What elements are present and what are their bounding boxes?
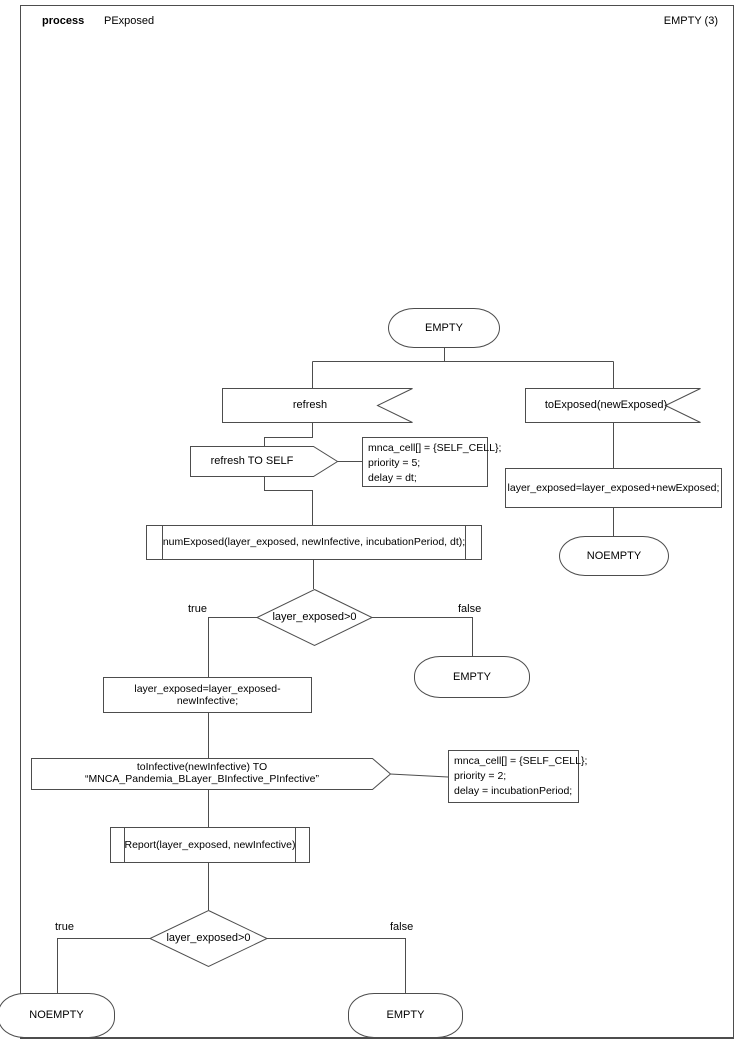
send-signal-refresh-to-self[interactable] (190, 446, 339, 477)
process-name: PExposed (104, 15, 155, 27)
subroutine-report[interactable]: Report(layer_exposed, newInfective) (110, 827, 310, 863)
branch-false-2: false (390, 921, 414, 933)
connector-note-2 (389, 773, 449, 778)
state-start-empty[interactable]: EMPTY (388, 308, 500, 348)
connector-false-2 (267, 938, 406, 993)
note-line: priority = 2; (454, 770, 507, 782)
state-noempty[interactable]: NOEMPTY (559, 536, 669, 576)
page-border (20, 5, 734, 1039)
state-counter: EMPTY (3) (663, 15, 718, 27)
subroutine-label: numExposed(layer_exposed, newInfective, … (162, 536, 466, 549)
state-label: NOEMPTY (29, 1009, 84, 1022)
connector-true-1 (208, 617, 257, 678)
note-line: delay = incubationPeriod; (454, 785, 573, 797)
note-line: mnca_cell[] = {SELF_CELL}; (368, 442, 502, 454)
connector-true-2 (57, 938, 150, 993)
subroutine-num-exposed[interactable]: numExposed(layer_exposed, newInfective, … (146, 525, 482, 560)
note-line: mnca_cell[] = {SELF_CELL}; (454, 755, 588, 767)
decision-diamond-2[interactable] (148, 909, 269, 968)
decision-diamond-1[interactable] (255, 588, 374, 647)
process-keyword: process (42, 15, 85, 27)
action-label: layer_exposed=layer_exposed-newInfective… (134, 682, 281, 707)
note-line: delay = dt; (368, 472, 417, 484)
action-add-exposed[interactable]: layer_exposed=layer_exposed+newExposed; (505, 468, 722, 508)
note-refresh-params[interactable]: mnca_cell[] = {SELF_CELL}; priority = 5;… (362, 437, 502, 487)
connector (264, 423, 313, 446)
note-infective-params[interactable]: mnca_cell[] = {SELF_CELL}; priority = 2;… (448, 750, 588, 803)
connectors (57, 348, 614, 993)
action-label: layer_exposed=layer_exposed+newExposed; (507, 481, 720, 494)
state-empty-mid[interactable]: EMPTY (414, 656, 530, 698)
branch-false-1: false (458, 603, 482, 615)
receive-signal-refresh[interactable] (222, 388, 413, 423)
action-subtract-infective[interactable]: layer_exposed=layer_exposed-newInfective… (103, 677, 312, 713)
branch-true-1: true (188, 603, 207, 615)
double-border (124, 828, 296, 862)
double-border (162, 526, 466, 559)
send-signal-to-infective[interactable] (31, 758, 392, 790)
connector-false-1 (372, 617, 473, 656)
note-line: priority = 5; (368, 457, 421, 469)
state-label: EMPTY (425, 321, 463, 334)
state-label: EMPTY (386, 1009, 425, 1022)
state-label: NOEMPTY (586, 549, 642, 562)
receive-signal-to-exposed[interactable] (525, 388, 701, 423)
state-empty-end[interactable]: EMPTY (348, 993, 463, 1038)
branch-true-2: true (55, 921, 74, 933)
state-noempty-end[interactable]: NOEMPTY (0, 993, 115, 1038)
subroutine-label: Report(layer_exposed, newInfective) (124, 838, 296, 851)
state-label: EMPTY (453, 670, 491, 683)
connector (264, 477, 313, 525)
